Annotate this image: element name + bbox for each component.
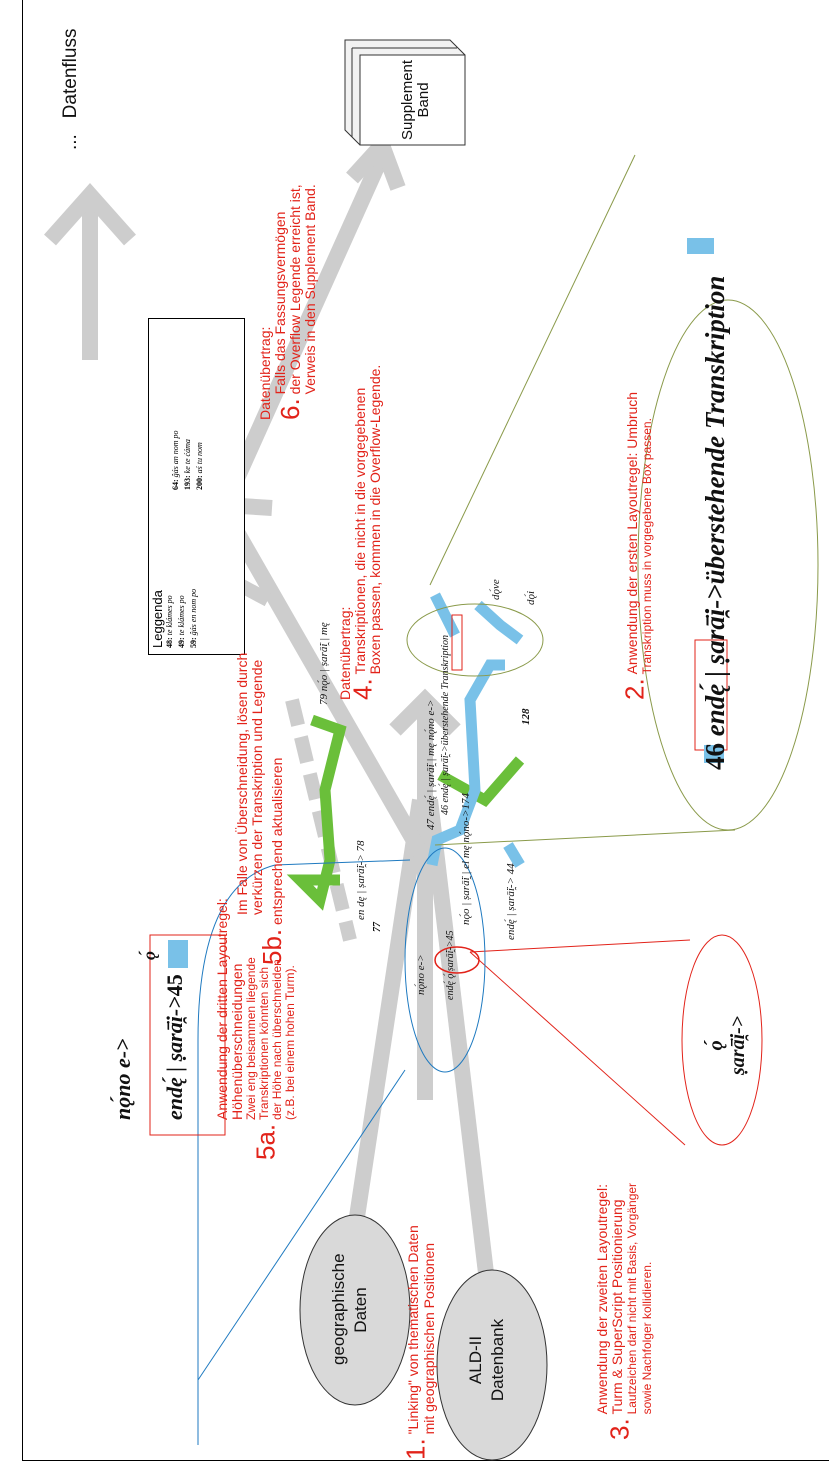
map-label: endę́ | ṣarā̈i̯-> 44 [505,863,517,940]
legend-entry: 59: ĝás en nom po [189,588,198,648]
step-3-text: 3. Anwendung der zweiten Layoutregel:Tur… [594,1182,654,1440]
map-label: 128 [520,708,532,726]
connector-3a [469,951,686,1146]
map-label: nǫ́o | ṣarā̈i̯ | el mę nǫ́no->174 [460,792,472,925]
map-label: en dę | ṣarā̈i̯-> 78 [355,840,367,921]
map-label: 79 nǫ́o | ṣarā̈i̯ | mę [318,622,330,705]
map-label: 46 endę́ | ṣarā̈i̯->überstehende Transkr… [440,634,451,815]
blue-region-shapes [426,592,525,868]
map-label: 77 [372,922,383,932]
supplement-band-stack [344,39,466,146]
zoom5a-transcription: nǫ́no e-> ǫ́ endę́ | ṣarā̈i̯->45 [110,951,187,1120]
legend-entry: 200: aś tu nom [195,442,204,490]
step-5b-text: Im Falle von Überschneidung, lösen durch… [234,652,287,965]
arrow-map-to-legend [223,516,432,864]
map-label: endę́ ǫ́ ṣarā̈i̯->45 [445,930,456,1000]
connector-2b [429,154,636,586]
zoom-ellipse-3 [681,934,763,1146]
green-region-shapes [286,714,525,911]
green-shape-1 [286,714,347,911]
flow-label: ... Datenfluss [60,28,81,150]
connector-2a [434,829,736,846]
arrow-legend-to-supplement [217,156,388,509]
legend-title: Leggenda [150,590,165,648]
blue-shape-2 [474,600,524,645]
map-label: dǫ́ve [490,579,502,600]
source-ellipse-geo [299,1214,411,1406]
map-label: nǫ́no e-> [415,954,427,995]
zoom-callouts [197,154,819,1445]
legend-entry: 193: ke te ćáma [183,439,192,490]
map-box-46 [451,614,463,671]
zoom-outline-5a [197,859,411,1445]
arrow-ald-to-map [422,799,496,1291]
map-ellipse-46 [406,603,544,677]
zoom2-transcription: 46 endę́ | ṣarā̈i̯->überstehende Transkr… [700,275,730,770]
zoom5a-box [149,934,226,1136]
blue-shape-3 [503,842,525,868]
zoom5a-blue-mark [168,940,188,968]
connector-3b [469,939,691,953]
zoom2-blue-start [704,745,724,763]
arrow-datenfluss-head [44,182,136,246]
map-ellipse-5a [404,847,486,1073]
blue-shape-1 [426,659,505,867]
legend-col-2: 64: ĝás an nom po 193: ke te ćáma 200: a… [170,430,206,490]
zoom3-transcription: ǫ́ṣarā̈i̯-> [705,1015,749,1075]
dashed-arrow-overlap [285,698,357,942]
zoom2-blue-mark [687,238,714,254]
step-2-text: 2. Anwendung der ersten Layoutregel: Umb… [619,391,654,700]
legend-col-1: Leggenda 48: te klámes po 49: te klámes … [150,588,200,648]
map-label: dǫ́i [525,590,537,605]
step-4-text: Datenübertrag: 4. Transkriptionen, die n… [337,364,383,700]
source-ellipse-ald [436,1269,548,1461]
flow-arrows [44,129,496,1291]
legend-entry: 48: te klámes po [165,595,174,648]
step-6-text: Datenübertrag: 6. Falls das Fassungsverm… [257,184,318,420]
connector-5a [197,1069,406,1381]
arrow-geo-to-map [347,798,428,1232]
legend-entry: 49: te klámes po [177,595,186,648]
legend-entry: 64: ĝás an nom po [171,430,180,490]
map-label: 47 endę́ | ṣarā̈i̯ | mę nǫ́no e-> [425,699,437,830]
page-frame [22,0,829,1461]
overflow-legend [148,318,245,655]
green-shape-2 [437,756,525,807]
